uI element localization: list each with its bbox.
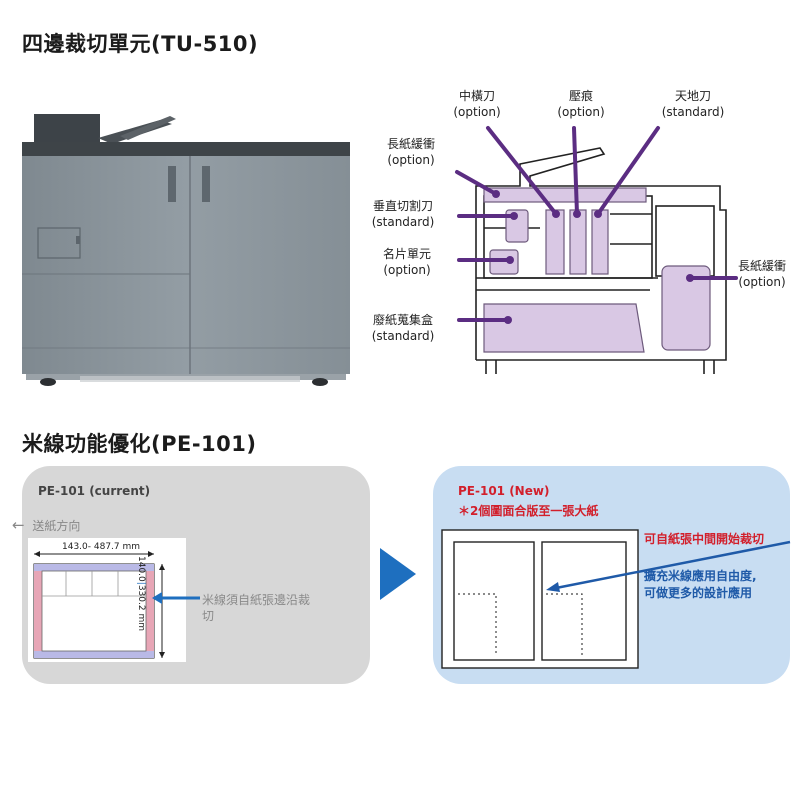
feed-direction: ← 送紙方向	[12, 516, 81, 534]
leader-middle-cutter	[486, 126, 558, 216]
section-title-perforation: 米線功能優化(PE-101)	[22, 432, 257, 456]
callout-arrow-icon	[546, 540, 791, 592]
trimmer-schematic	[455, 126, 738, 374]
machine-body	[22, 156, 350, 374]
section-title-trimmer: 四邊裁切單元(TU-510)	[22, 32, 259, 56]
new-benefit: 擴充米線應用自由度, 可做更多的設計應用	[644, 569, 757, 600]
arrow-left-icon: ←	[12, 516, 25, 534]
door-handle-left	[168, 166, 176, 202]
label-crease: 壓痕 (option)	[557, 89, 605, 119]
schematic-outline	[475, 147, 727, 361]
label-middle-cutter: 中橫刀 (option)	[453, 89, 501, 119]
trimmer-machine-illustration	[22, 114, 350, 386]
leader-long-buffer-left	[455, 170, 498, 196]
new-subtitle: ＊2個圖面合版至一張大紙	[458, 504, 599, 518]
paper-diagram-current-svg	[33, 551, 165, 659]
current-title: PE-101 (current)	[38, 484, 151, 498]
crease-zone	[569, 209, 587, 275]
door-handle-right	[202, 166, 210, 202]
top-bottom-cutter-zone	[591, 209, 609, 275]
new-callout: 可自紙張中間開始裁切	[644, 532, 765, 546]
width-range: 143.0- 487.7 mm	[62, 542, 141, 552]
paper-diagram-new	[441, 529, 639, 669]
current-note: 米線須自紙張邊沿裁 切	[202, 593, 311, 623]
long-buffer-right-zone	[661, 265, 711, 351]
machine-top-deck	[22, 142, 350, 156]
caster-left	[40, 378, 56, 386]
label-long-buffer-right: 長紙緩衝 (option)	[737, 259, 786, 289]
height-range: 140.0|330.2 mm	[136, 556, 146, 631]
caster-right	[312, 378, 328, 386]
label-vertical-cutter: 垂直切割刀 (standard)	[371, 199, 435, 229]
arrow-to-edge-icon	[152, 592, 200, 604]
big-arrow-right-icon	[380, 548, 416, 600]
waste-box-zone	[483, 303, 645, 353]
label-long-buffer-left: 長紙緩衝 (option)	[386, 137, 435, 167]
leader-crease	[572, 126, 579, 216]
middle-cutter-zone	[545, 209, 565, 275]
leader-top-bottom-cutter	[596, 126, 660, 216]
long-buffer-left-zone	[483, 187, 647, 203]
label-top-bottom-cutter: 天地刀 (standard)	[661, 89, 725, 119]
feed-top-unit	[34, 114, 100, 144]
label-card-unit: 名片單元 (option)	[382, 247, 431, 277]
new-title: PE-101 (New)	[458, 484, 550, 498]
label-waste-box: 廢紙蒐集盒 (standard)	[371, 313, 435, 343]
